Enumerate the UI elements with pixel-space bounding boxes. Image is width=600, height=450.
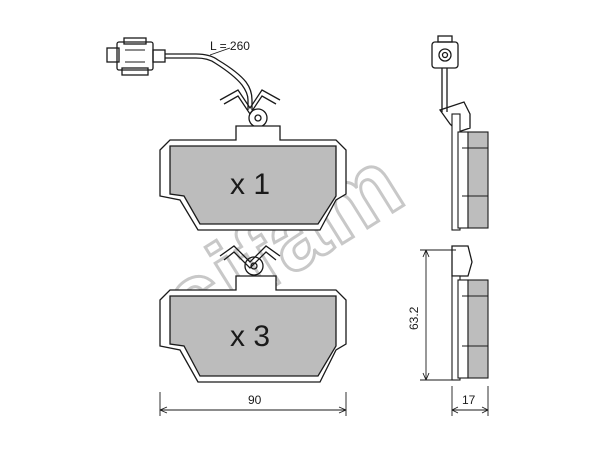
- pad-bottom-quantity: x 3: [230, 320, 270, 353]
- width-dimension: 90: [159, 392, 347, 416]
- sensor-cable: [165, 53, 253, 110]
- thickness-dimension: 17: [451, 386, 489, 416]
- wear-sensor-connector: [106, 37, 166, 76]
- height-dimension: 63.2: [407, 249, 456, 381]
- side-view-bottom: [451, 245, 489, 381]
- pad-bottom: x 3: [159, 245, 347, 383]
- thickness-value: 17: [462, 393, 476, 407]
- pad-top-quantity: x 1: [230, 168, 270, 201]
- pad-top: x 1: [159, 89, 347, 231]
- height-value: 63.2: [407, 306, 421, 330]
- width-value: 90: [248, 393, 262, 407]
- cable-length-label: L = 260: [210, 39, 250, 53]
- side-view-top: [431, 35, 489, 231]
